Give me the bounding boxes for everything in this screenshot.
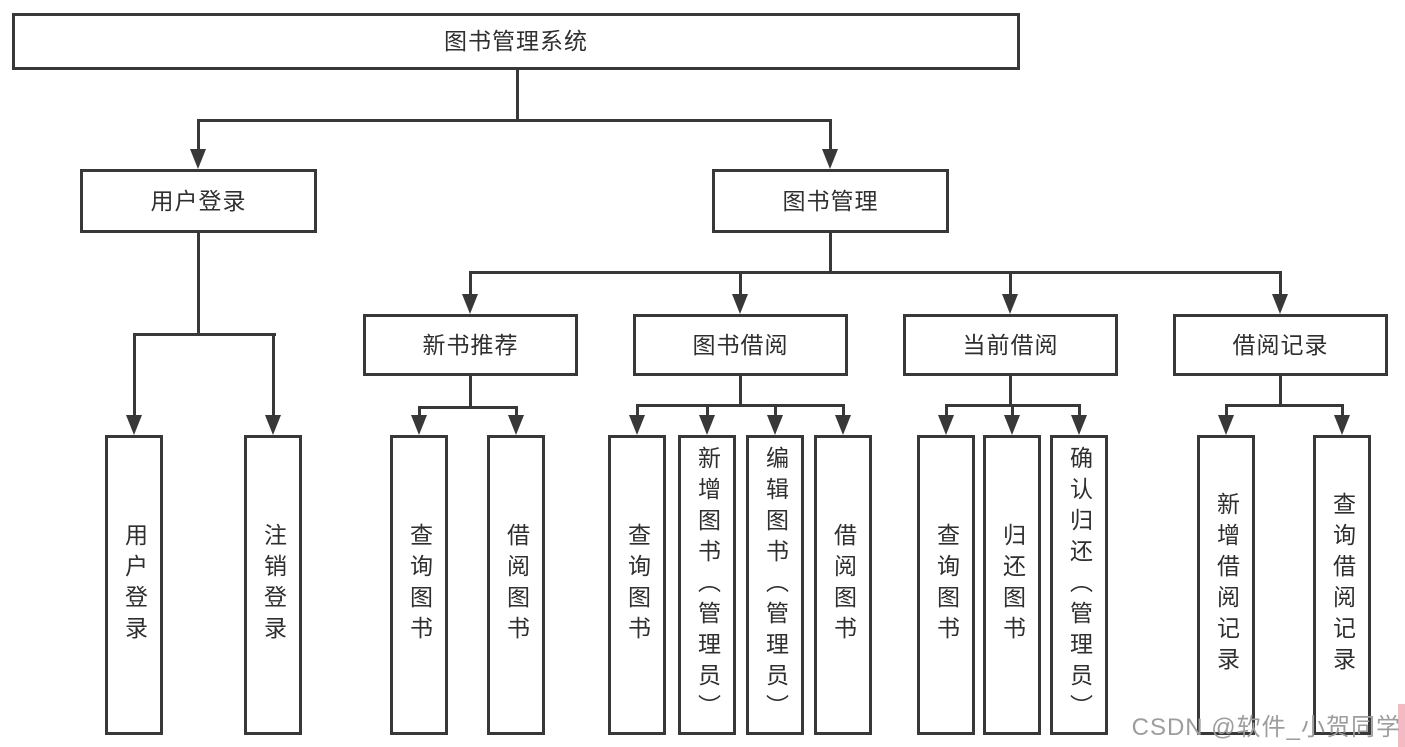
leaf-cb-query-books: 查询图书 bbox=[917, 435, 975, 735]
arrow-down-icon bbox=[1218, 415, 1234, 435]
connector-line bbox=[705, 404, 709, 417]
leaf-label: 查询图书 bbox=[406, 523, 433, 647]
connector-line bbox=[828, 119, 832, 151]
leaf-label: 查询图书 bbox=[624, 523, 651, 647]
connector-line bbox=[1224, 404, 1228, 417]
connector-line bbox=[1224, 404, 1344, 407]
node-root-label: 图书管理系统 bbox=[444, 28, 588, 54]
connector-line bbox=[739, 376, 742, 407]
node-book-borrowing: 图书借阅 bbox=[633, 314, 848, 376]
connector-line bbox=[739, 271, 742, 296]
leaf-label: 查询图书 bbox=[933, 523, 960, 647]
arrow-down-icon bbox=[835, 415, 851, 435]
arrow-down-icon bbox=[265, 415, 281, 435]
leaf-bb-add-books-admin: 新增图书（管理员） bbox=[678, 435, 736, 735]
connector-line bbox=[773, 404, 777, 417]
node-current-borrowing: 当前借阅 bbox=[903, 314, 1118, 376]
node-borrow-records-label: 借阅记录 bbox=[1232, 331, 1329, 358]
connector-line bbox=[417, 406, 518, 409]
arrow-down-icon bbox=[508, 415, 524, 435]
arrow-down-icon bbox=[1334, 415, 1350, 435]
node-book-management: 图书管理 bbox=[712, 169, 949, 233]
arrow-down-icon bbox=[126, 415, 142, 435]
connector-line bbox=[196, 119, 832, 122]
connector-line bbox=[515, 69, 519, 121]
arrow-down-icon bbox=[190, 149, 206, 169]
node-new-book-recommend-label: 新书推荐 bbox=[422, 331, 519, 358]
leaf-bb-borrow-books: 借阅图书 bbox=[814, 435, 872, 735]
connector-line bbox=[132, 333, 136, 417]
connector-line bbox=[1279, 376, 1282, 407]
leaf-label: 归还图书 bbox=[999, 523, 1026, 647]
node-new-book-recommend: 新书推荐 bbox=[363, 314, 578, 376]
arrow-down-icon bbox=[938, 415, 954, 435]
connector-line bbox=[1010, 404, 1014, 417]
leaf-logout: 注销登录 bbox=[244, 435, 302, 735]
node-book-management-label: 图书管理 bbox=[782, 187, 879, 214]
connector-line bbox=[469, 271, 472, 296]
node-book-borrowing-label: 图书借阅 bbox=[692, 331, 789, 358]
arrow-down-icon bbox=[1272, 294, 1288, 314]
leaf-cb-confirm-return-admin: 确认归还（管理员） bbox=[1050, 435, 1108, 735]
connector-line bbox=[271, 333, 275, 417]
leaf-label: 借阅图书 bbox=[503, 523, 530, 647]
arrow-down-icon bbox=[629, 415, 645, 435]
leaf-label: 新增借阅记录 bbox=[1213, 492, 1240, 678]
arrow-down-icon bbox=[411, 415, 427, 435]
connector-line bbox=[1077, 404, 1081, 417]
node-user-login-label: 用户登录 bbox=[150, 187, 247, 214]
leaf-label: 借阅图书 bbox=[830, 523, 857, 647]
connector-line bbox=[132, 333, 276, 336]
watermark-accent-strip bbox=[1398, 704, 1405, 747]
connector-line bbox=[635, 404, 639, 417]
connector-line bbox=[196, 233, 200, 336]
connector-line bbox=[469, 271, 1282, 274]
leaf-label: 查询借阅记录 bbox=[1329, 492, 1356, 678]
connector-line bbox=[1279, 271, 1282, 296]
arrow-down-icon bbox=[732, 294, 748, 314]
arrow-down-icon bbox=[767, 415, 783, 435]
connector-line bbox=[841, 404, 845, 417]
leaf-br-add-record: 新增借阅记录 bbox=[1197, 435, 1255, 735]
connector-line bbox=[635, 404, 845, 407]
leaf-bb-query-books: 查询图书 bbox=[608, 435, 666, 735]
arrow-down-icon bbox=[1004, 415, 1020, 435]
node-borrow-records: 借阅记录 bbox=[1173, 314, 1388, 376]
connector-line bbox=[828, 233, 832, 274]
node-root: 图书管理系统 bbox=[12, 13, 1020, 70]
arrow-down-icon bbox=[1071, 415, 1087, 435]
connector-line bbox=[1009, 271, 1012, 296]
arrow-down-icon bbox=[699, 415, 715, 435]
leaf-label: 确认归还（管理员） bbox=[1066, 445, 1093, 725]
leaf-user-login: 用户登录 bbox=[105, 435, 163, 735]
leaf-label: 编辑图书（管理员） bbox=[762, 445, 789, 725]
leaf-label: 注销登录 bbox=[260, 523, 287, 647]
connector-line bbox=[469, 376, 472, 409]
leaf-label: 用户登录 bbox=[121, 523, 148, 647]
connector-line bbox=[944, 404, 948, 417]
leaf-nb-borrow-books: 借阅图书 bbox=[487, 435, 545, 735]
watermark-text: CSDN @软件_小贺同学 bbox=[1131, 714, 1401, 741]
leaf-bb-edit-books-admin: 编辑图书（管理员） bbox=[746, 435, 804, 735]
leaf-br-query-record: 查询借阅记录 bbox=[1313, 435, 1371, 735]
leaf-cb-return-books: 归还图书 bbox=[983, 435, 1041, 735]
arrow-down-icon bbox=[1002, 294, 1018, 314]
connector-line bbox=[1340, 404, 1344, 417]
connector-line bbox=[196, 119, 200, 151]
node-current-borrowing-label: 当前借阅 bbox=[962, 331, 1059, 358]
leaf-nb-query-books: 查询图书 bbox=[390, 435, 448, 735]
connector-line bbox=[1009, 376, 1012, 407]
connector-line bbox=[514, 406, 518, 417]
connector-line bbox=[417, 406, 421, 417]
arrow-down-icon bbox=[822, 149, 838, 169]
node-user-login: 用户登录 bbox=[80, 169, 317, 233]
arrow-down-icon bbox=[462, 294, 478, 314]
leaf-label: 新增图书（管理员） bbox=[694, 445, 721, 725]
